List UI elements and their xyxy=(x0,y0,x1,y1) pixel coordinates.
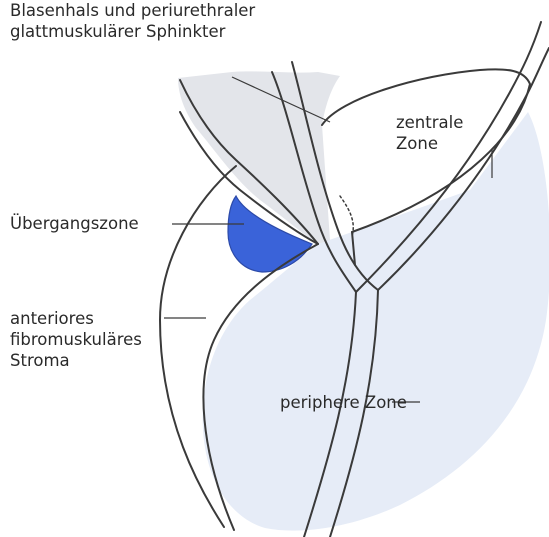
label-peripheral-zone: periphere Zone xyxy=(280,392,407,413)
label-transition-zone: Übergangszone xyxy=(10,213,139,234)
label-bladder-neck-line-2: glattmuskulärer Sphinkter xyxy=(10,21,255,42)
label-bladder-neck: Blasenhals und periurethraler glattmusku… xyxy=(10,0,255,42)
label-central-zone-line-2: Zone xyxy=(396,133,463,154)
label-bladder-neck-line-1: Blasenhals und periurethraler xyxy=(10,0,255,21)
label-transition-zone-text: Übergangszone xyxy=(10,213,139,234)
label-peripheral-zone-text: periphere Zone xyxy=(280,392,407,413)
label-anterior-stroma-line-2: fibromuskuläres xyxy=(10,329,142,350)
label-anterior-stroma-line-3: Stroma xyxy=(10,350,142,371)
label-central-zone: zentrale Zone xyxy=(396,112,463,154)
label-anterior-stroma-line-1: anteriores xyxy=(10,308,142,329)
label-anterior-stroma: anteriores fibromuskuläres Stroma xyxy=(10,308,142,371)
central-zone-dotted-boundary xyxy=(340,196,353,236)
label-central-zone-line-1: zentrale xyxy=(396,112,463,133)
